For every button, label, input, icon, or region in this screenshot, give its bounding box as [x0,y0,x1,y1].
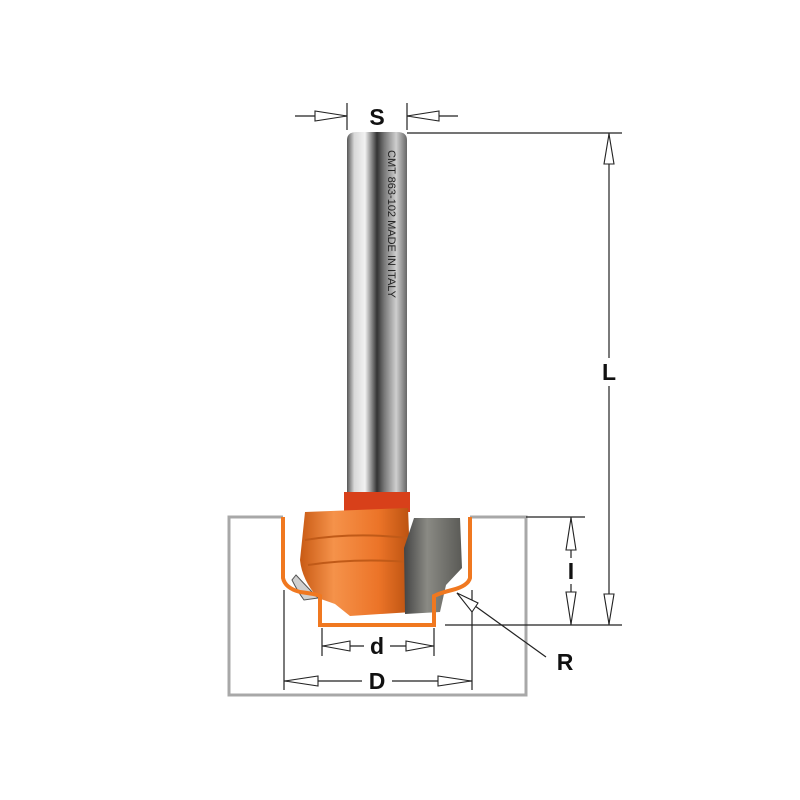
label-d-outer: D [369,668,386,694]
dimension-r: R [456,592,574,675]
dimension-s: S [295,103,458,130]
label-l: L [602,359,616,385]
carbide-blade [404,518,462,614]
label-i: I [568,558,574,584]
dimension-l: L [407,132,622,626]
dimension-d-inner: d [321,628,435,659]
dimension-i: I [526,516,585,625]
cut-profile [281,517,472,627]
shank: CMT 863-102 MADE IN ITALY [347,132,407,500]
workpiece [227,515,528,697]
shank-marking: CMT 863-102 MADE IN ITALY [385,150,397,299]
label-d-inner: d [370,633,384,659]
label-s: S [369,104,384,130]
label-r: R [557,649,574,675]
collar [344,492,410,512]
dimension-d-outer: D [283,590,473,694]
